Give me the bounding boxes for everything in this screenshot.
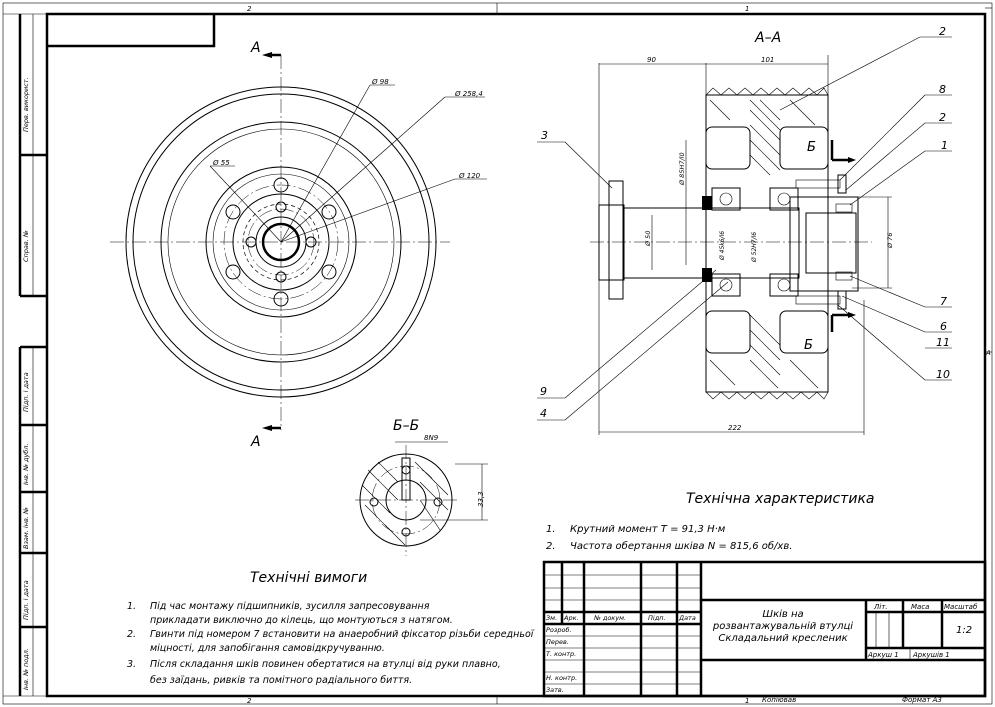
leader-8: 8: [939, 83, 946, 96]
copied-label: Копіював: [762, 696, 796, 704]
leader-2a: 2: [939, 25, 946, 38]
dim-d50: Ø 50: [644, 231, 652, 247]
title-block: Зм. Арк. № докум. Підп. Дата Розроб. Пер…: [542, 560, 987, 698]
section-aa-title: А–А: [754, 30, 781, 46]
tech-char-title: Технічна характеристика: [686, 491, 874, 507]
dim-222: 222: [728, 424, 742, 432]
col-head-sign: Підп.: [648, 614, 666, 622]
dim-d76: Ø 76: [886, 233, 894, 249]
zone-top-left: 2: [247, 5, 252, 13]
leader-4: 4: [540, 407, 547, 420]
leader-11: 11: [936, 336, 950, 349]
section-bb-title: Б–Б: [393, 418, 419, 434]
mass-head: Маса: [911, 603, 929, 611]
col-head-date: Дата: [678, 614, 696, 622]
side-cell-3: Підп. і дата: [22, 372, 30, 412]
section-aa: А–А 90 101 222: [537, 25, 952, 435]
tech-req-3-line1: Після складання шків повинен обертатися …: [150, 659, 501, 670]
leader-6: 6: [940, 320, 947, 333]
col-head-doc: № докум.: [593, 614, 626, 622]
side-cell-1: Перв. використ.: [22, 77, 30, 132]
dim-101: 101: [761, 56, 774, 64]
dim-d85: Ø 85H7/l0: [678, 152, 686, 186]
dim-d98: Ø 98: [371, 78, 389, 86]
tech-char-1: Крутний момент T = 91,3 Н·м: [570, 524, 726, 535]
section-b-label-bottom: Б: [804, 338, 813, 353]
tech-req-3-num: 3.: [127, 659, 136, 670]
section-a-label-bottom: А: [250, 434, 261, 450]
tech-req-2-num: 2.: [127, 629, 136, 640]
row-developed: Розроб.: [546, 626, 572, 634]
dim-33-3: 33,3: [477, 491, 485, 507]
tech-char-1-num: 1.: [546, 524, 556, 535]
leader-9: 9: [540, 385, 547, 398]
tech-req-2-line1: Гвинти під номером 7 встановити на анаер…: [150, 629, 535, 640]
row-approved: Затв.: [546, 686, 564, 694]
leader-10: 10: [936, 368, 950, 381]
section-bb: Б–Б 8N9 33,3: [355, 418, 488, 556]
row-ncontrol: Н. контр.: [546, 674, 577, 682]
tech-req-title: Технічні вимоги: [250, 570, 367, 586]
col-head-ark: Арк.: [563, 614, 579, 622]
sheet-number: Аркуш 1: [867, 651, 899, 659]
side-cell-7: Інв. № подл.: [22, 648, 30, 690]
side-stamp: Перв. використ. Справ. № Підп. і дата Ін…: [18, 14, 47, 696]
dim-d120: Ø 120: [458, 172, 481, 180]
zone-right-mark: A: [985, 349, 991, 357]
row-checked: Перев.: [546, 638, 569, 646]
zone-bottom-right: 1: [745, 697, 749, 705]
tech-req-1-num: 1.: [127, 601, 136, 612]
pulley-body: [705, 94, 829, 393]
dim-d258: Ø 258,4: [454, 90, 483, 98]
tech-char-2: Частота обертання шківа N = 815,6 об/хв.: [570, 540, 792, 552]
side-cell-6: Підп. і дата: [22, 580, 30, 620]
leader-2b: 2: [939, 111, 946, 124]
tech-req-1-line2: прикладати виключно до кілець, що монтую…: [150, 615, 453, 626]
format-label: Формат А3: [902, 696, 942, 704]
title-line-2: розвантажувальній втулці: [712, 620, 853, 632]
scale-head: Масштаб: [944, 603, 978, 611]
tech-req-3-line2: без заїдань, ривків та помітного радіаль…: [150, 675, 412, 686]
leader-1: 1: [941, 139, 948, 152]
col-head-zm: Зм.: [546, 614, 557, 622]
section-b-label-top: Б: [807, 140, 816, 155]
zone-bottom-left: 2: [247, 697, 252, 705]
dim-d52: Ø 52H7/l6: [751, 232, 758, 263]
front-view: А А Ø 98 Ø 258,4 Ø 55 Ø 120: [110, 40, 487, 450]
side-cell-4: Інв. № дубл.: [22, 443, 30, 485]
section-a-label-top: А: [250, 40, 261, 56]
dim-8n9: 8N9: [424, 434, 439, 442]
zone-top-right: 1: [745, 5, 749, 13]
sheet-count: Аркушів 1: [912, 651, 950, 659]
leader-7: 7: [940, 295, 947, 308]
title-line-3: Складальний кресленик: [718, 633, 847, 644]
title-line-1: Шків на: [762, 608, 803, 620]
scale-value: 1:2: [956, 625, 972, 636]
dim-90: 90: [647, 56, 656, 64]
lit-head: Літ.: [873, 603, 888, 611]
dim-d45: Ø 45k6/l6: [719, 231, 726, 261]
row-tcontrol: Т. контр.: [546, 650, 576, 658]
top-left-stamp: [47, 14, 216, 48]
side-cell-2: Справ. №: [22, 230, 30, 262]
tech-char-2-num: 2.: [546, 541, 556, 552]
dim-d55: Ø 55: [212, 159, 230, 167]
tech-req-2-line2: міцності, для запобігання самовідкручува…: [150, 643, 385, 654]
side-cell-5: Взам. інв. №: [22, 507, 30, 549]
tech-req-1-line1: Під час монтажу підшипників, зусилля зап…: [150, 601, 430, 612]
inner-frame: [45, 12, 987, 698]
leader-3: 3: [541, 129, 548, 142]
